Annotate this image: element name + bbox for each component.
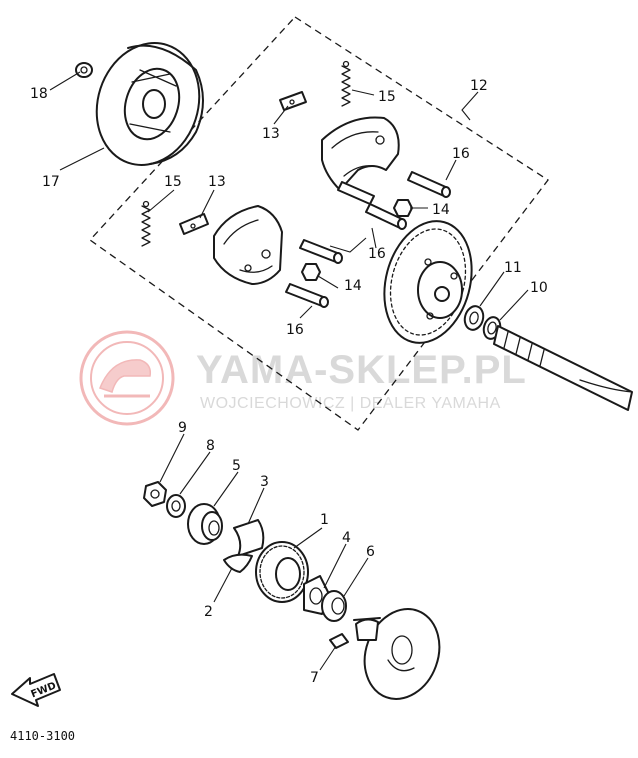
callout-4: 4 [342,530,351,546]
part-16-pin-e [337,181,375,205]
callout-8: 8 [206,438,215,454]
part-9-nut [143,481,167,507]
part-13-bracket-lower [179,213,209,235]
callout-2: 2 [204,604,213,620]
callout-11: 11 [504,260,522,276]
callout-12: 12 [470,78,488,94]
callout-labels: 18 17 15 13 15 13 12 16 14 16 14 16 11 1… [30,78,548,686]
watermark-title: YAMA-SKLEP.PL [196,348,527,392]
callout-15-upper: 15 [378,89,396,105]
callout-13-upper: 13 [262,126,280,142]
part-16-pin-c [299,239,343,264]
part-16-pin-a [407,171,451,198]
watermark-subtitle: WOJCIECHOWICZ | DEALER YAMAHA [200,395,501,412]
part-7-key [329,633,349,649]
callout-16-upper: 16 [452,146,470,162]
callout-3: 3 [260,474,269,490]
callout-7: 7 [310,670,319,686]
fwd-arrow-icon: FWD [11,673,61,707]
watermark: YAMA-SKLEP.PL WOJCIECHOWICZ | DEALER YAM… [79,330,527,426]
part-17-clutch-housing [95,42,204,166]
part-1-small-gear [255,541,309,603]
part-11-washer [463,305,485,331]
part-15-spring-lower [141,200,151,247]
callout-16-middle: 16 [368,246,386,262]
assembly-group-outline [89,16,549,431]
callout-14-lower: 14 [344,278,362,294]
part-8-washer [166,494,186,518]
part-16-pin-d [285,283,329,308]
callout-15-lower: 15 [164,174,182,190]
part-6-bearing [321,590,347,622]
callout-17: 17 [42,174,60,190]
part-14-nut-upper [393,199,413,217]
callout-14-upper: 14 [432,202,450,218]
watermark-logo [79,330,175,426]
primary-driven-gear [383,220,473,344]
callout-16-lower: 16 [286,322,304,338]
part-5-collar [187,503,223,545]
diagram-code: 4110-3100 [10,729,75,743]
callout-5: 5 [232,458,241,474]
callout-13-lower: 13 [208,174,226,190]
part-16-pin-b [365,203,407,230]
drive-plate-disc [353,608,441,700]
crankshaft-end [493,325,633,411]
clutch-shoe-lower [213,205,283,285]
leader-lines [49,71,529,671]
part-15-spring-upper [341,60,351,107]
callout-1: 1 [320,512,329,528]
part-13-bracket-upper [279,91,307,111]
callout-6: 6 [366,544,375,560]
callout-9: 9 [178,420,187,436]
callout-10: 10 [530,280,548,296]
part-14-nut-lower [301,263,321,281]
clutch-shoe-upper [321,116,400,191]
callout-18: 18 [30,86,48,102]
part-3-plate [233,519,265,557]
part-18-nut [75,62,93,78]
part-2-spring [223,553,253,573]
